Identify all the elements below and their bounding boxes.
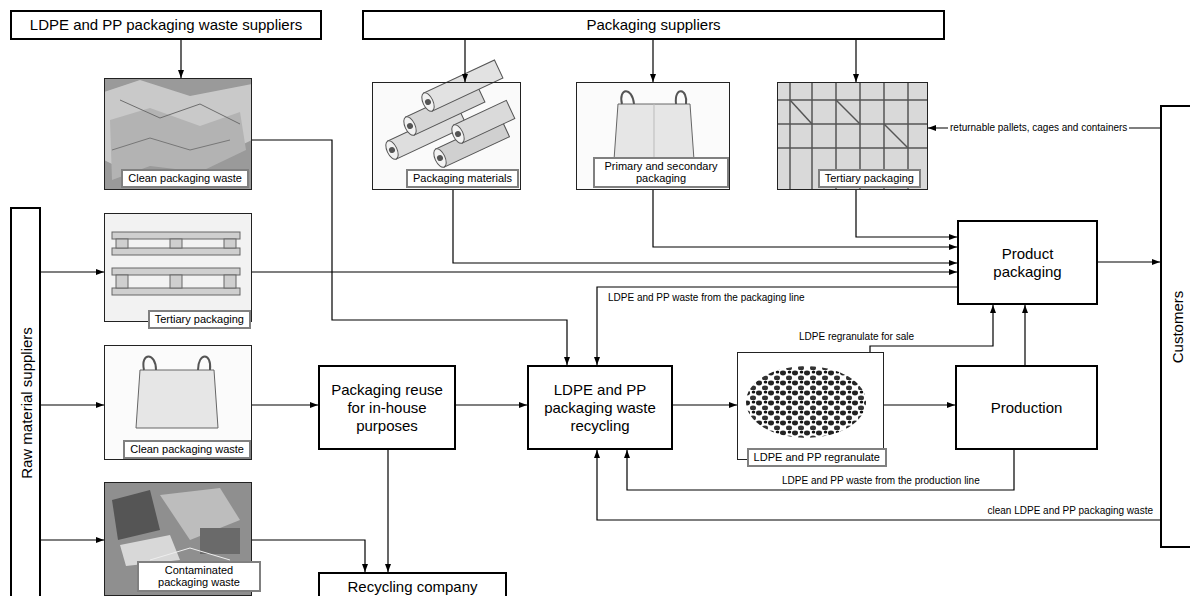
photo-frame: Contaminated packaging waste: [104, 482, 252, 596]
edge-label: LDPE regranulate for sale: [797, 331, 916, 343]
node-label: Product packaging: [969, 245, 1086, 281]
photo-caption: LDPE and PP regranulate: [747, 448, 887, 467]
photo-frame: Packaging materials: [372, 82, 521, 190]
edge-label: LDPE and PP waste from the packaging lin…: [606, 292, 807, 304]
photo-caption: Clean packaging waste: [121, 169, 249, 188]
connector-arrow: [870, 305, 993, 352]
photo-frame: Primary and secondary packaging: [576, 82, 730, 190]
connector-arrow: [180, 40, 181, 78]
connector-arrow: [41, 539, 104, 540]
supplier-box: Packaging suppliers: [362, 10, 945, 40]
process-box: Production: [955, 365, 1098, 450]
connector-arrow: [597, 287, 957, 365]
connector-arrow: [1024, 305, 1025, 365]
connector-arrow: [387, 450, 388, 572]
photo-frame: Tertiary packaging: [104, 213, 252, 322]
connector-arrow: [856, 190, 957, 237]
connector-arrow: [252, 140, 567, 365]
connector-arrow: [653, 190, 957, 247]
node-label: LDPE and PP packaging waste recycling: [539, 381, 661, 435]
connector-arrow: [252, 540, 365, 572]
node-label: Raw material suppliers: [17, 327, 34, 479]
node-label: Packaging suppliers: [586, 16, 720, 34]
photo-caption: Tertiary packaging: [148, 310, 251, 329]
supplier-bar: Raw material suppliers: [10, 207, 41, 596]
connector-arrow: [1098, 261, 1160, 262]
process-box: LDPE and PP packaging waste recycling: [527, 365, 673, 450]
node-label: Packaging reuse for in-house purposes: [330, 381, 444, 435]
connector-arrow: [855, 40, 856, 82]
photo-caption: Packaging materials: [406, 169, 519, 188]
granules-photo: [737, 352, 884, 460]
connector-arrow: [453, 190, 957, 263]
process-box: Product packaging: [957, 220, 1098, 305]
photo-caption: Tertiary packaging: [818, 169, 921, 188]
connector-arrow: [456, 404, 527, 405]
connector-arrow: [673, 404, 737, 405]
photo-frame: Tertiary packaging: [777, 82, 928, 190]
waste-sheets-photo: [104, 78, 252, 190]
node-label: LDPE and PP packaging waste suppliers: [30, 16, 302, 34]
connector-arrow: [652, 40, 653, 82]
supplier-box: LDPE and PP packaging waste suppliers: [10, 10, 322, 40]
storage-racks-photo: [777, 82, 928, 190]
film-rolls-photo: [372, 60, 521, 190]
connector-arrow: [464, 40, 465, 82]
big-bag-photo: [104, 345, 252, 460]
connector-arrow: [252, 271, 957, 272]
pallets-photo: [104, 213, 252, 322]
photo-caption: Primary and secondary packaging: [593, 157, 729, 188]
process-box: Packaging reuse for in-house purposes: [318, 365, 456, 450]
connector-arrow: [252, 404, 318, 405]
edge-label: clean LDPE and PP packaging waste: [986, 505, 1155, 517]
connector-arrow: [41, 271, 104, 272]
photo-frame: Clean packaging waste: [104, 345, 252, 460]
photo-frame: LDPE and PP regranulate: [737, 352, 884, 460]
photo-frame: Clean packaging waste: [104, 78, 252, 190]
node-label: Recycling company: [347, 578, 477, 596]
connector-arrow: [884, 404, 955, 405]
edge-label: returnable pallets, cages and containers: [948, 122, 1129, 134]
node-label: Production: [991, 399, 1063, 417]
photo-caption: Contaminated packaging waste: [137, 561, 261, 592]
connector-arrow: [41, 404, 104, 405]
customer-bar: Customers: [1160, 105, 1190, 548]
process-box: Recycling company: [318, 572, 507, 596]
photo-caption: Clean packaging waste: [123, 440, 251, 459]
big-bag-photo: [576, 82, 730, 190]
node-label: Customers: [1169, 290, 1186, 363]
edge-label: LDPE and PP waste from the production li…: [780, 475, 982, 487]
